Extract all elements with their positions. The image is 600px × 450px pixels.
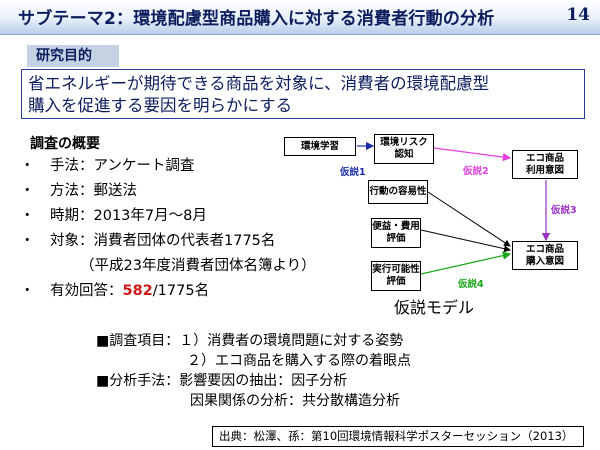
analysis-methods-row-1: ■分析手法：影響要因の抽出：因子分析 xyxy=(96,373,348,389)
overview-text: 手法：アンケート調査 xyxy=(50,158,195,174)
arrow-benefit xyxy=(420,229,511,253)
survey-items-row-1: ■調査項目：１）消費者の環境問題に対する姿勢 xyxy=(96,333,404,349)
box-benefit-label-1: 便益・費用 xyxy=(372,221,420,232)
model-caption: 仮説モデル xyxy=(394,298,475,317)
responses-label: 有効回答： xyxy=(50,283,123,299)
overview-text: 方法：郵送法 xyxy=(50,183,137,199)
box-benefit-label-2: 評価 xyxy=(386,233,406,244)
box-eco-buy-label-1: エコ商品 xyxy=(525,243,564,255)
bullet: ・ xyxy=(20,158,35,174)
objective-line-2: 購入を促進する要因を明らかにする xyxy=(28,96,293,115)
overview-item-responses: ・有効回答：582/1775名 xyxy=(20,279,316,304)
overview-text: 時期：2013年7月～8月 xyxy=(50,208,207,224)
box-eco-use-label-1: エコ商品 xyxy=(525,152,564,164)
hypothesis-4-label: 仮説4 xyxy=(458,279,484,290)
box-env-risk-label-2: 認知 xyxy=(394,149,414,160)
objective-box: 省エネルギーが期待できる商品を対象に、消費者の環境配慮型 購入を促進する要因を明… xyxy=(21,69,585,119)
objective-line-1: 省エネルギーが期待できる商品を対象に、消費者の環境配慮型 xyxy=(28,74,490,93)
overview-item-target: ・対象：消費者団体の代表者1775名 xyxy=(20,229,316,254)
bullet: ・ xyxy=(20,283,35,299)
responses-count: 582 xyxy=(122,283,153,299)
hypothesis-3-label: 仮説3 xyxy=(551,205,577,216)
box-feasibility-label-1: 実行可能性 xyxy=(372,264,420,275)
arrow-ease xyxy=(427,191,511,247)
overview-item-target-note: （平成23年度消費者団体名簿より） xyxy=(20,254,316,279)
box-env-risk: 環境リスク 認知 xyxy=(374,134,434,164)
box-eco-buy: エコ商品 購入意図 xyxy=(512,241,578,270)
bullet: ・ xyxy=(20,208,35,224)
box-env-learning-label: 環境学習 xyxy=(300,140,339,152)
box-feasibility-label-2: 評価 xyxy=(386,276,406,287)
box-feasibility: 実行可能性 評価 xyxy=(371,261,421,291)
overview-heading: 調査の概要 xyxy=(30,136,100,152)
header-bar: サブテーマ2：環境配慮型商品購入に対する消費者行動の分析 14 xyxy=(0,0,600,35)
overview-item-method: ・手法：アンケート調査 xyxy=(20,154,316,179)
overview-item-period: ・時期：2013年7月～8月 xyxy=(20,204,316,229)
box-benefit: 便益・費用 評価 xyxy=(371,218,421,248)
overview-text: （平成23年度消費者団体名簿より） xyxy=(80,258,316,274)
box-eco-buy-label-2: 購入意図 xyxy=(525,255,564,267)
box-ease-label: 行動の容易性 xyxy=(369,186,427,197)
overview-item-mode: ・方法：郵送法 xyxy=(20,179,316,204)
survey-items: ■調査項目：１）消費者の環境問題に対する姿勢 ２）エコ商品を購入する際の着眼点 … xyxy=(96,331,411,411)
box-ease: 行動の容易性 xyxy=(368,180,428,204)
survey-items-row-2: ２）エコ商品を購入する際の着眼点 xyxy=(187,353,411,369)
box-env-learning: 環境学習 xyxy=(284,137,356,156)
overview-text: 対象：消費者団体の代表者1775名 xyxy=(50,233,276,249)
hypothesis-model: 環境学習 環境リスク 認知 行動の容易性 便益・費用 評価 実行可能性 評価 エ… xyxy=(282,130,600,320)
box-env-risk-label-1: 環境リスク xyxy=(380,137,428,148)
overview-list: ・手法：アンケート調査 ・方法：郵送法 ・時期：2013年7月～8月 ・対象：消… xyxy=(20,154,316,304)
analysis-methods-row-2: 因果関係の分析：共分散構造分析 xyxy=(190,393,400,409)
page-number: 14 xyxy=(566,5,590,25)
bullet: ・ xyxy=(20,233,35,249)
hypothesis-2-label: 仮説2 xyxy=(463,166,489,177)
box-eco-use: エコ商品 利用意図 xyxy=(512,150,578,179)
section-tag: 研究目的 xyxy=(27,45,119,67)
hypothesis-1-label: 仮説1 xyxy=(340,167,366,178)
arrow-h4 xyxy=(420,251,512,275)
slide-title: サブテーマ2：環境配慮型商品購入に対する消費者行動の分析 xyxy=(18,9,495,29)
source-citation: 出典：松澤、孫：第10回環境情報科学ポスターセッション（2013） xyxy=(212,426,584,447)
box-eco-use-label-2: 利用意図 xyxy=(525,164,564,176)
responses-total: /1775名 xyxy=(152,283,210,299)
arrow-h2 xyxy=(433,147,512,162)
model-arrows xyxy=(357,141,551,275)
bullet: ・ xyxy=(20,183,35,199)
